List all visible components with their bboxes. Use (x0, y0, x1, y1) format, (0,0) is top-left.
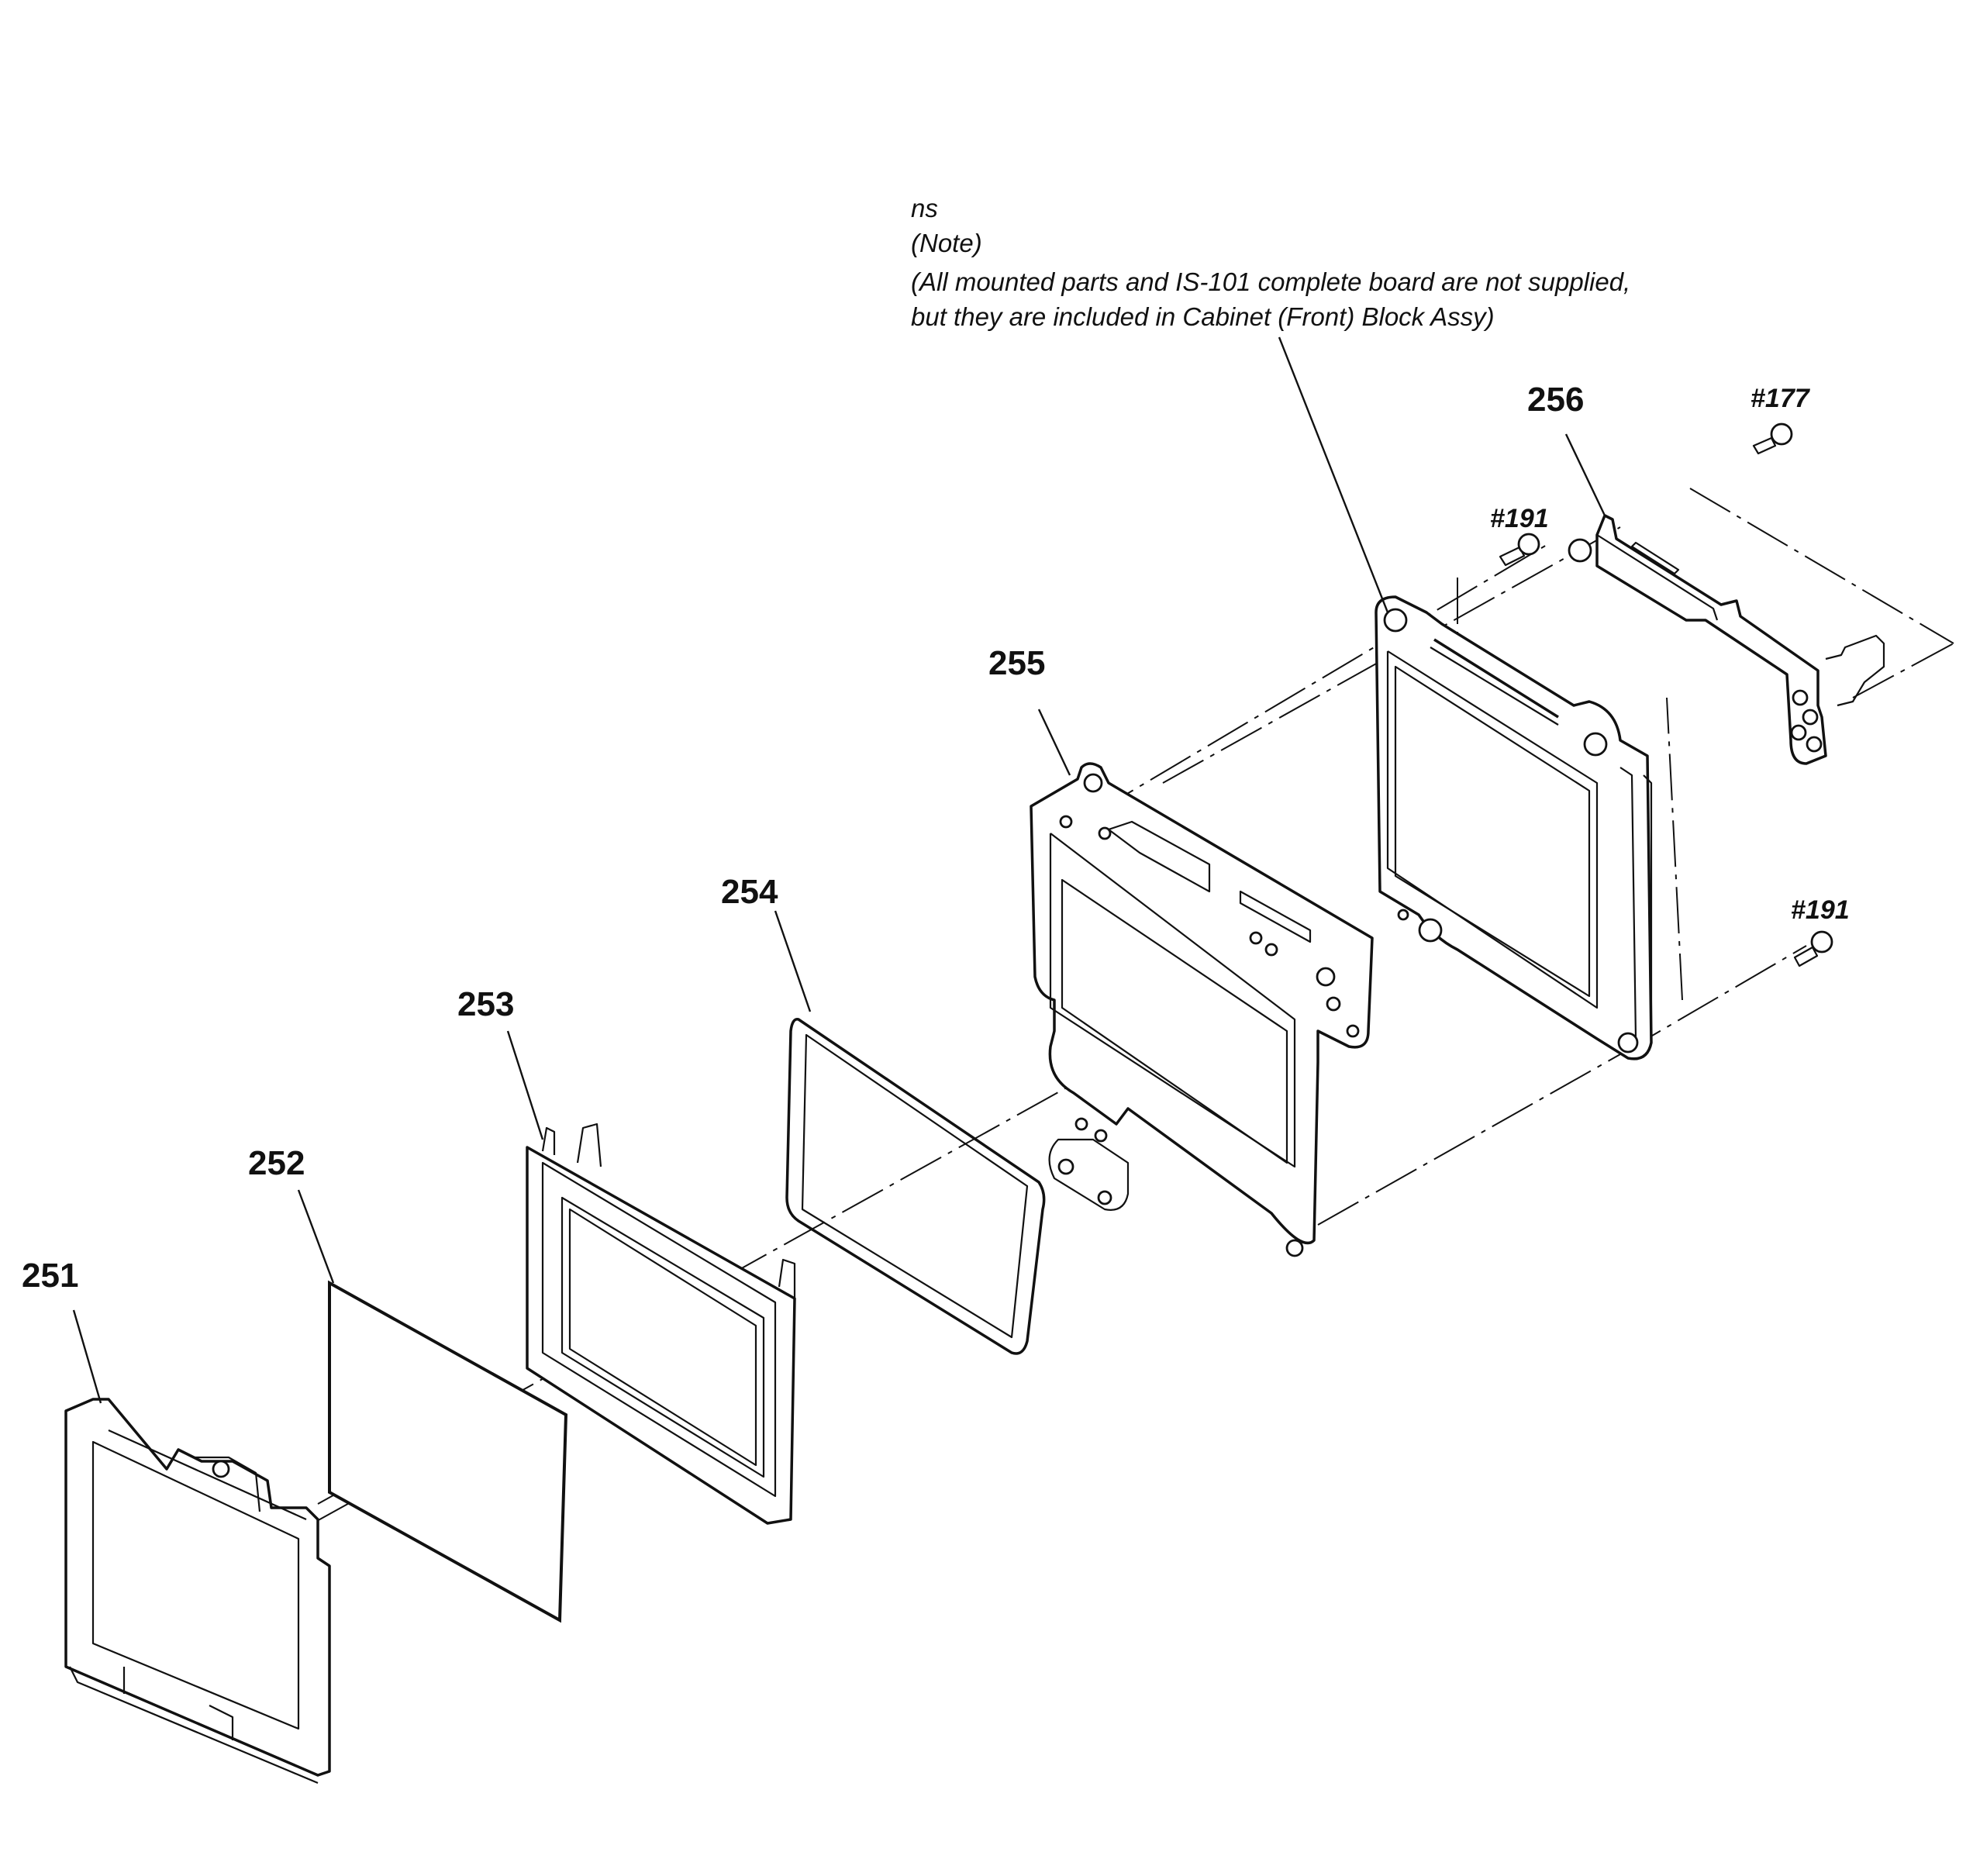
part-256-hinge-bracket[interactable] (1568, 514, 1885, 765)
note-line-1: ns (911, 194, 938, 222)
label-254: 254 (721, 873, 778, 911)
label-252: 252 (248, 1144, 305, 1182)
screw-labels: #177 #191 #191 (1490, 384, 1850, 925)
screw-191-upper[interactable] (1499, 533, 1540, 567)
part-252-sheet[interactable] (328, 1280, 568, 1623)
label-screw-177: #177 (1751, 384, 1811, 413)
label-256: 256 (1527, 381, 1584, 419)
assembly-note: ns (Note) (All mounted parts and IS-101 … (911, 194, 1630, 331)
label-screw-191-upper: #191 (1490, 504, 1549, 533)
screw-191-lower[interactable] (1793, 930, 1833, 967)
is-101-board-assembly[interactable] (1375, 595, 1653, 1060)
note-line-4: but they are included in Cabinet (Front)… (911, 302, 1495, 331)
part-labels: 251 252 253 254 255 256 (22, 381, 1584, 1295)
part-255-chassis-frame[interactable] (1030, 762, 1374, 1257)
screw-177-top[interactable] (1752, 422, 1793, 455)
label-screw-191-lower: #191 (1791, 895, 1850, 925)
part-251-front-frame[interactable] (64, 1398, 331, 1785)
leader-lines (72, 336, 1606, 1404)
part-254-gasket[interactable] (785, 1018, 1046, 1355)
label-251: 251 (22, 1257, 78, 1295)
label-253: 253 (457, 985, 514, 1023)
part-253-inner-frame[interactable] (526, 1122, 796, 1525)
note-line-2: (Note) (911, 229, 982, 257)
note-line-3: (All mounted parts and IS-101 complete b… (911, 267, 1630, 296)
label-255: 255 (988, 644, 1045, 682)
